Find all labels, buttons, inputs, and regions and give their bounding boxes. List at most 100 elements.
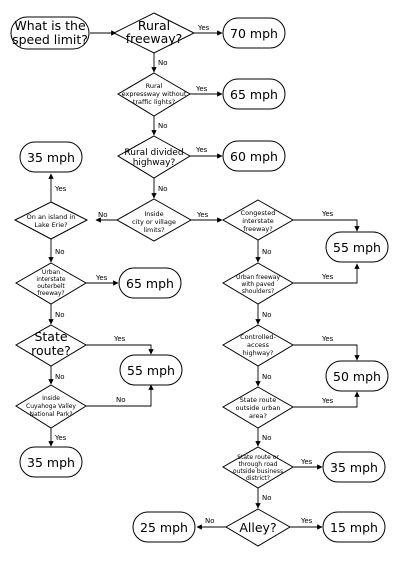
edge-label-no: No — [262, 494, 272, 502]
decision-rural-expressway: Rural expressway without traffic lights? — [117, 72, 191, 117]
edge-label-no: No — [55, 311, 65, 319]
decision-text: Inside — [144, 210, 163, 218]
decision-text: shoulders? — [242, 288, 274, 295]
decision-text: Controlled- — [240, 333, 276, 341]
edge-label-no: No — [262, 311, 272, 319]
decision-text: interstate — [242, 217, 274, 225]
decision-text: limits? — [143, 226, 164, 234]
decision-text: route? — [31, 343, 71, 358]
result-text: 55 mph — [127, 363, 175, 378]
edge-label-yes: Yes — [195, 85, 208, 93]
decision-text: area? — [249, 412, 267, 420]
decision-controlled-access: Controlled- access highway? — [222, 324, 294, 367]
decision-text: outside business — [233, 468, 283, 475]
edge-label-yes: Yes — [300, 517, 313, 525]
edge-label-yes: Yes — [321, 210, 334, 218]
edge-label-yes: Yes — [54, 185, 67, 193]
decision-text: Rural — [138, 18, 170, 33]
result-35-mph-left-bottom: 35 mph — [19, 446, 83, 478]
decision-text: Urban freeway — [236, 274, 280, 281]
decision-text: interstate — [36, 276, 65, 283]
decision-text: outside urban — [235, 404, 280, 412]
decision-text: Lake Erie? — [34, 221, 67, 229]
decision-inside-city: Inside city or village limits? — [115, 198, 193, 242]
result-text: 35 mph — [330, 460, 378, 475]
edge-label-no: No — [262, 373, 272, 381]
edges: Yes No Yes No Yes No No Yes Yes No Yes N… — [48, 24, 360, 530]
decision-text: Alley? — [239, 520, 276, 535]
result-text: 70 mph — [230, 26, 278, 41]
edge-label-no: No — [205, 517, 215, 525]
edge-label-yes: Yes — [321, 335, 334, 343]
result-text: 65 mph — [126, 276, 174, 291]
edge-label-yes: Yes — [197, 24, 210, 32]
edge-cuyahoga-no — [86, 384, 154, 407]
decision-state-route: State route? — [15, 324, 87, 367]
result-35-mph-right: 35 mph — [322, 451, 386, 483]
result-60-mph: 60 mph — [222, 140, 286, 172]
decision-text: highway? — [133, 158, 176, 168]
edge-label-yes: Yes — [95, 274, 108, 282]
edge-label-yes: Yes — [321, 273, 334, 281]
result-65-mph-mid: 65 mph — [118, 267, 182, 299]
decision-text: Inside — [42, 395, 60, 402]
decision-alley: Alley? — [225, 508, 291, 547]
decision-text: On an island in — [27, 213, 76, 221]
decision-state-route-outside: State route outside urban area? — [222, 386, 294, 429]
edge-congested-yes — [293, 219, 360, 232]
decision-congested: Congested interstate freeway? — [221, 199, 295, 241]
edge-label-yes: Yes — [54, 434, 67, 442]
edge-label-yes: Yes — [196, 211, 209, 219]
edge-state-route-yes — [86, 344, 154, 355]
edge-label-yes: Yes — [195, 146, 208, 154]
decision-text: Congested — [241, 209, 276, 217]
decision-rural-divided: Rural divided highway? — [117, 135, 191, 179]
decision-urban-freeway-shoulders: Urban freeway with paved shoulders? — [222, 262, 294, 305]
decision-text: Rural — [146, 82, 163, 90]
edge-label-no: No — [98, 211, 108, 219]
result-55-mph-right: 55 mph — [325, 231, 389, 263]
edge-label-no: No — [158, 185, 168, 193]
decision-urban-outerbelt: Urban interstate outerbelt freeway? — [15, 262, 87, 305]
edge-state-outside-yes — [293, 391, 360, 408]
decision-text: with paved — [241, 281, 274, 288]
edge-label-no: No — [158, 59, 168, 67]
result-text: 35 mph — [27, 455, 75, 470]
decision-text: freeway? — [243, 225, 272, 233]
decision-text: Cuyahoga Valley — [26, 403, 76, 410]
decision-text: State route — [240, 396, 276, 404]
result-15-mph: 15 mph — [322, 511, 386, 543]
result-text: 55 mph — [333, 240, 381, 255]
decision-text: State — [34, 329, 67, 344]
edge-label-no: No — [55, 373, 65, 381]
result-55-mph-left: 55 mph — [119, 354, 183, 386]
result-text: 15 mph — [330, 520, 378, 535]
edge-label-no: No — [262, 248, 272, 256]
edge-controlled-yes — [293, 344, 360, 361]
decision-text: State route or — [237, 454, 279, 461]
decision-text: city or village — [132, 218, 176, 226]
decision-through-road: State route or through road outside busi… — [222, 446, 294, 489]
result-text: 65 mph — [230, 87, 278, 102]
edge-label-yes: Yes — [300, 458, 313, 466]
decision-lake-erie: On an island in Lake Erie? — [13, 201, 89, 240]
decision-text: Rural divided — [124, 148, 183, 158]
decision-cuyahoga: Inside Cuyahoga Valley National Park? — [15, 384, 87, 429]
edge-shoulders-yes — [293, 263, 360, 284]
decision-text: district? — [246, 475, 270, 482]
result-35-mph-left-top: 35 mph — [19, 141, 83, 173]
edge-label-no: No — [262, 434, 272, 442]
result-text: 25 mph — [140, 520, 188, 535]
result-text: 60 mph — [230, 149, 278, 164]
result-25-mph: 25 mph — [132, 511, 196, 543]
result-65-mph-top: 65 mph — [222, 78, 286, 110]
result-50-mph: 50 mph — [325, 360, 389, 392]
decision-text: access — [247, 341, 270, 349]
start-line-2: speed limit? — [12, 32, 88, 47]
edge-label-no: No — [116, 396, 126, 404]
edge-label-no: No — [55, 248, 65, 256]
edge-label-yes: Yes — [321, 397, 334, 405]
decision-text: National Park? — [29, 411, 72, 418]
decision-text: traffic lights? — [133, 98, 175, 106]
